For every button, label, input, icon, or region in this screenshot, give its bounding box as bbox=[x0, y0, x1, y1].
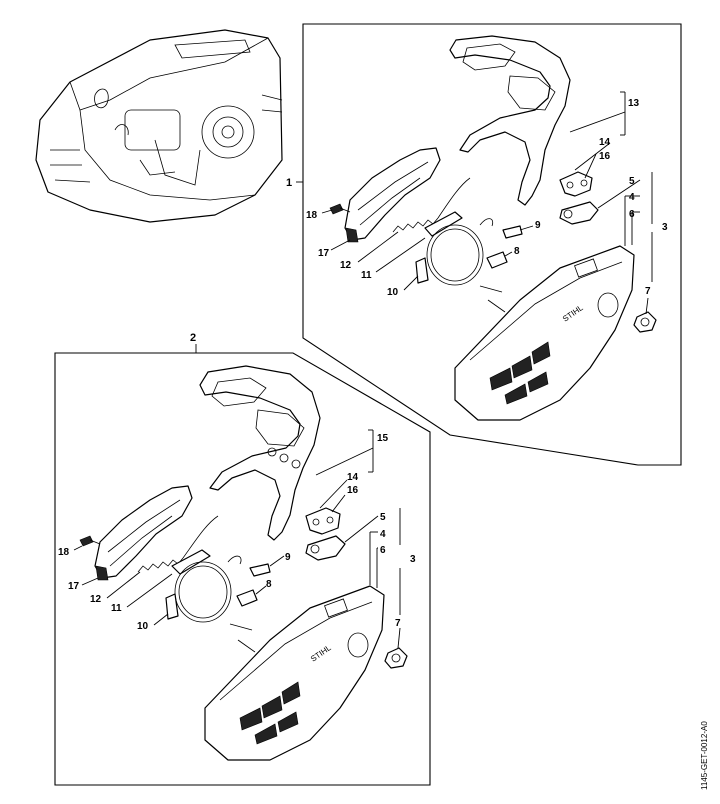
screw-18-top bbox=[329, 203, 351, 215]
reference-code: 1145-GET-0012-A0 bbox=[700, 721, 709, 790]
callout-3-top: 3 bbox=[662, 222, 668, 233]
callout-11-bottom: 11 bbox=[111, 603, 122, 614]
sprocket-cover-bottom: STIHL bbox=[204, 585, 385, 761]
group-number-1: 1 bbox=[286, 177, 292, 189]
screw-18-bottom bbox=[79, 535, 101, 547]
callout-16-top: 16 bbox=[599, 151, 611, 162]
callout-14-top: 14 bbox=[599, 137, 611, 148]
parts-8-9-bottom bbox=[229, 563, 271, 653]
callouts-top: 13 14 16 5 4 6 3 7 9 8 18 17 12 11 10 bbox=[306, 98, 668, 298]
callout-8-top: 8 bbox=[514, 246, 520, 257]
callout-10-bottom: 10 bbox=[137, 621, 149, 632]
callout-18-top: 18 bbox=[306, 210, 318, 221]
part-5-bottom bbox=[305, 535, 346, 561]
engine-overview-illustration bbox=[35, 29, 283, 223]
callout-6-top: 6 bbox=[629, 209, 635, 220]
callout-5-bottom: 5 bbox=[380, 512, 386, 523]
nut-7-top bbox=[633, 311, 657, 333]
callout-4-bottom: 4 bbox=[380, 529, 386, 540]
callout-12-bottom: 12 bbox=[90, 594, 102, 605]
callout-12-top: 12 bbox=[340, 260, 352, 271]
brake-band-top bbox=[415, 211, 494, 286]
parts-8-9-top bbox=[479, 225, 523, 313]
leader-lines-bottom bbox=[73, 429, 401, 649]
callout-7-top: 7 bbox=[645, 286, 651, 297]
group-2-frame bbox=[54, 352, 431, 786]
brake-assembly-bottom bbox=[94, 485, 193, 581]
callout-3-bottom: 3 bbox=[410, 554, 416, 565]
callout-9-top: 9 bbox=[535, 220, 541, 231]
nut-7-bottom bbox=[384, 647, 408, 669]
part-5-top bbox=[559, 201, 599, 225]
callout-18-bottom: 18 bbox=[58, 547, 70, 558]
brake-band-bottom bbox=[165, 549, 242, 623]
lever-assembly-top bbox=[559, 171, 593, 197]
callout-9-bottom: 9 bbox=[285, 552, 291, 563]
hand-guard-top bbox=[449, 35, 571, 206]
callout-5-top: 5 bbox=[629, 176, 635, 187]
callouts-bottom: 15 14 16 5 4 6 3 7 9 8 18 17 12 11 10 bbox=[58, 433, 416, 632]
brake-assembly-top bbox=[344, 147, 441, 243]
leader-lines-top bbox=[321, 91, 653, 315]
callout-10-top: 10 bbox=[387, 287, 399, 298]
lever-assembly-bottom bbox=[305, 507, 341, 535]
callout-13-top: 13 bbox=[628, 98, 640, 109]
callout-17-bottom: 17 bbox=[68, 581, 80, 592]
callout-7-bottom: 7 bbox=[395, 618, 401, 629]
callout-11-top: 11 bbox=[361, 270, 372, 281]
hand-guard-bottom bbox=[199, 365, 321, 541]
sprocket-cover-top: STIHL bbox=[454, 245, 635, 421]
group-2-label: 2 bbox=[190, 332, 197, 353]
spring-12-top bbox=[392, 177, 471, 233]
callout-16-bottom: 16 bbox=[347, 485, 359, 496]
callout-4-top: 4 bbox=[629, 192, 635, 203]
callout-15-bottom: 15 bbox=[377, 433, 389, 444]
callout-17-top: 17 bbox=[318, 248, 330, 259]
callout-6-bottom: 6 bbox=[380, 545, 386, 556]
group-1-frame bbox=[302, 23, 682, 466]
callout-14-bottom: 14 bbox=[347, 472, 359, 483]
group-number-2: 2 bbox=[190, 332, 196, 344]
spring-12-bottom bbox=[137, 515, 219, 573]
group-1-label: 1 bbox=[286, 177, 303, 189]
callout-8-bottom: 8 bbox=[266, 579, 272, 590]
